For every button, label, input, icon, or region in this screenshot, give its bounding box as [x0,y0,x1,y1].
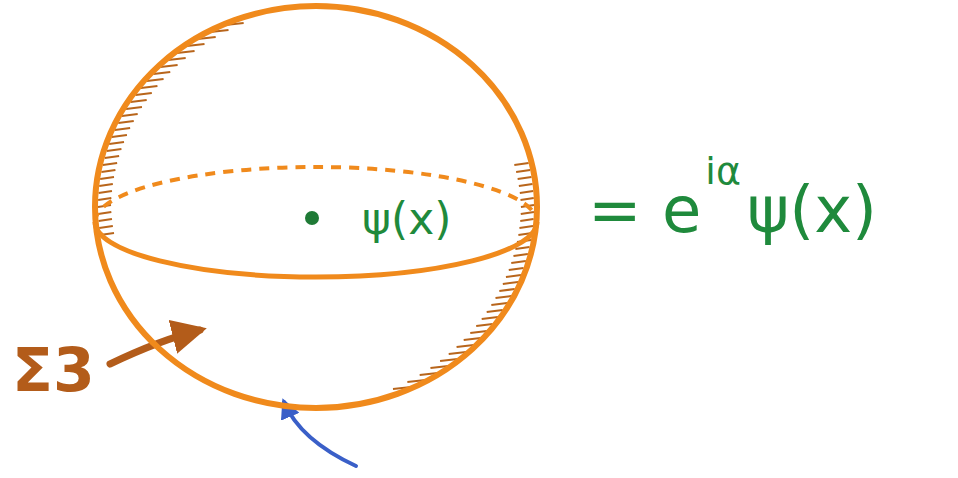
point-dot [305,211,319,225]
shading [518,177,532,179]
shading [98,198,111,200]
shading [519,226,533,228]
surface-label: Σ3 [12,340,95,400]
shading [118,121,134,123]
shading [495,296,511,298]
shading [122,114,138,116]
equator-front [95,222,537,277]
exponent-text: iα [705,152,741,190]
pointer-arrow [284,402,356,466]
shading [99,184,113,186]
shading [516,170,530,172]
sphere-outline [92,3,540,411]
shading [491,303,507,305]
shading [99,191,112,193]
shading [499,289,514,291]
shading [520,219,533,221]
shading [109,142,124,144]
shading [126,107,142,109]
shading [100,177,114,179]
shading [509,268,524,270]
shading [476,324,492,326]
equation-text: ψ(x) [747,178,877,242]
shading [103,163,117,165]
shading [135,93,151,95]
shading [107,149,122,151]
shading [141,86,158,88]
shading [521,212,534,214]
shading [101,170,115,172]
shading [487,310,503,312]
shading [519,184,533,186]
shading [521,198,534,200]
shading [115,128,130,130]
sphere-outline [95,6,537,408]
sphere: ψ(x) [92,3,540,411]
shading [131,100,147,102]
shading [99,226,113,228]
shading [99,219,112,221]
shading [105,156,119,158]
shading [511,261,526,263]
shading [98,212,111,214]
equation-text: = e [588,178,701,242]
shading [506,275,521,277]
shading [514,163,528,165]
shading [513,254,527,256]
field-label: ψ(x) [362,197,451,241]
shading [470,331,487,333]
shading [112,135,127,137]
shading [520,191,533,193]
shading [503,282,518,284]
shading [482,317,498,319]
